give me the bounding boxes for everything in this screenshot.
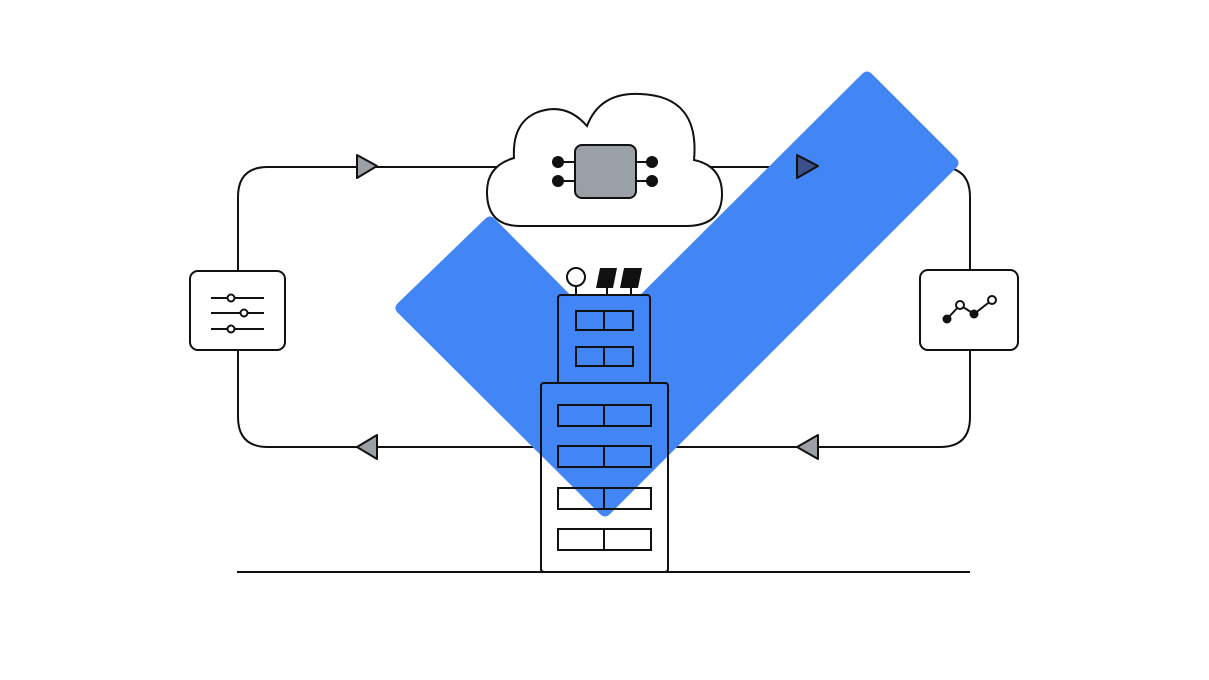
loop-path-right-lower xyxy=(668,350,971,448)
sliders-icon xyxy=(189,270,286,351)
building-upper-tower xyxy=(557,294,651,386)
loop-path-left-lower xyxy=(237,350,541,448)
flow-arrow-top-right xyxy=(796,154,819,179)
checkmark-icon xyxy=(395,71,959,517)
flow-arrow-bottom-left xyxy=(356,434,378,460)
data-center-building-icon xyxy=(540,267,669,573)
cloud-icon xyxy=(485,92,724,227)
flow-arrow-bottom-right xyxy=(796,434,819,460)
solar-panel-icon xyxy=(596,268,642,295)
processor-chip-icon xyxy=(552,144,658,199)
antenna-icon xyxy=(566,267,586,295)
loop-path-top-left xyxy=(237,166,500,272)
line-chart-icon xyxy=(919,269,1019,351)
flow-arrow-top-left xyxy=(356,154,378,179)
